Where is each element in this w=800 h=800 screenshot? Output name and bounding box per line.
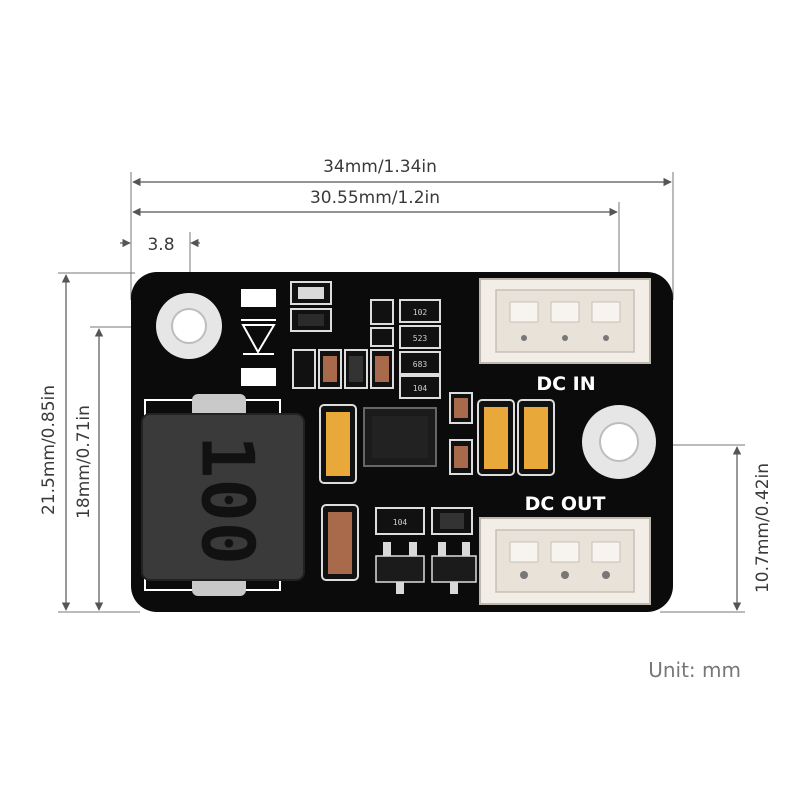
right-hole-height-label: 10.7mm/0.42in bbox=[753, 463, 773, 593]
dimension-hole-offset: 3.8 bbox=[120, 232, 200, 300]
resistor-array: 102 523 683 104 bbox=[399, 299, 441, 399]
resistor-marking-5: 104 bbox=[393, 518, 408, 527]
overall-height-label: 21.5mm/0.85in bbox=[39, 385, 59, 515]
smd-components-bottom: 104 bbox=[375, 507, 477, 594]
hole-spacing-height-label: 18mm/0.71in bbox=[74, 405, 94, 519]
connector-dc-out bbox=[479, 517, 651, 605]
resistor-marking-3: 683 bbox=[413, 360, 428, 369]
inductor-marking: 100 bbox=[185, 435, 269, 565]
mounting-hole-top-left bbox=[156, 293, 222, 359]
smd-components-top bbox=[290, 281, 394, 389]
power-inductor: 100 bbox=[141, 394, 305, 596]
resistor-marking-2: 523 bbox=[413, 334, 428, 343]
resistor-marking-4: 104 bbox=[413, 384, 428, 393]
regulator-ic bbox=[363, 407, 437, 467]
connector-dc-in bbox=[479, 278, 651, 364]
hole-offset-label: 3.8 bbox=[147, 235, 174, 255]
dimension-overall-width: 34mm/1.34in bbox=[130, 157, 674, 300]
resistor-marking-1: 102 bbox=[413, 308, 428, 317]
capacitors bbox=[319, 392, 555, 581]
dc-in-label: DC IN bbox=[536, 373, 595, 395]
dimension-overall-height: 21.5mm/0.85in bbox=[39, 272, 140, 613]
mounting-hole-right bbox=[582, 405, 656, 479]
pcb-board: 102 523 683 104 DC IN DC bbox=[131, 272, 673, 612]
hole-spacing-width-label: 30.55mm/1.2in bbox=[310, 188, 440, 208]
dc-out-label: DC OUT bbox=[525, 493, 606, 515]
diode-symbol bbox=[241, 289, 276, 386]
unit-label: Unit: mm bbox=[648, 658, 741, 682]
overall-width-label: 34mm/1.34in bbox=[323, 157, 437, 177]
